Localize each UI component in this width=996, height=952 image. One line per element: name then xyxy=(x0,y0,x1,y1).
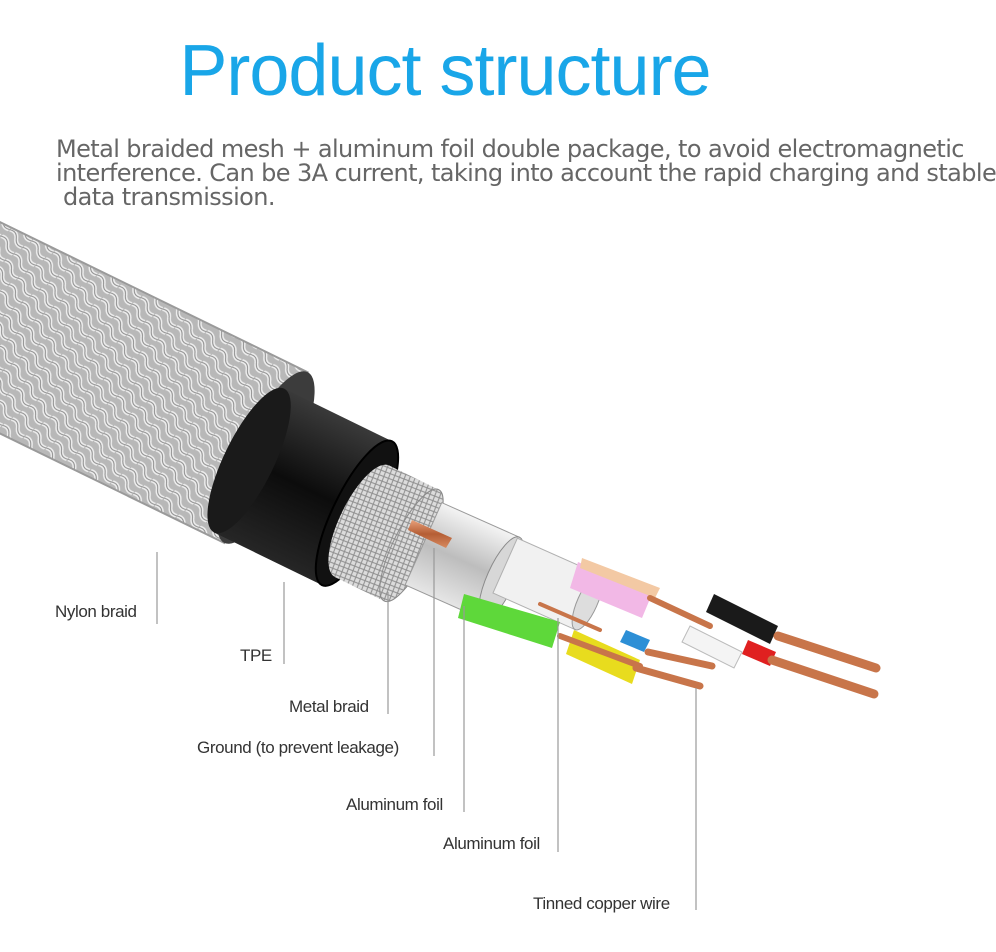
label-metal-braid: Metal braid xyxy=(289,697,369,716)
label-nylon-braid: Nylon braid xyxy=(55,602,137,621)
product-structure-page: Product structure Metal braided mesh + a… xyxy=(0,31,996,913)
description-line-2: interference. Can be 3A current, taking … xyxy=(56,159,996,187)
label-aluminum-foil-inner: Aluminum foil xyxy=(443,834,540,853)
cable-cross-section-illustration xyxy=(0,199,881,910)
description-line-3: data transmission. xyxy=(56,183,275,211)
label-ground: Ground (to prevent leakage) xyxy=(197,738,399,757)
leader-lines xyxy=(156,548,697,910)
description-line-1: Metal braided mesh + aluminum foil doubl… xyxy=(56,135,964,163)
metal-braid-layer xyxy=(328,464,444,603)
ground-copper-stub xyxy=(408,520,452,548)
label-tinned-copper-wire: Tinned copper wire xyxy=(533,894,670,913)
tinned-copper-strands xyxy=(538,595,881,699)
page-title: Product structure xyxy=(179,31,711,111)
nylon-braid-body xyxy=(0,201,308,543)
label-aluminum-foil-outer: Aluminum foil xyxy=(346,795,443,814)
description-text: Metal braided mesh + aluminum foil doubl… xyxy=(56,135,996,211)
label-tpe: TPE xyxy=(240,646,272,665)
